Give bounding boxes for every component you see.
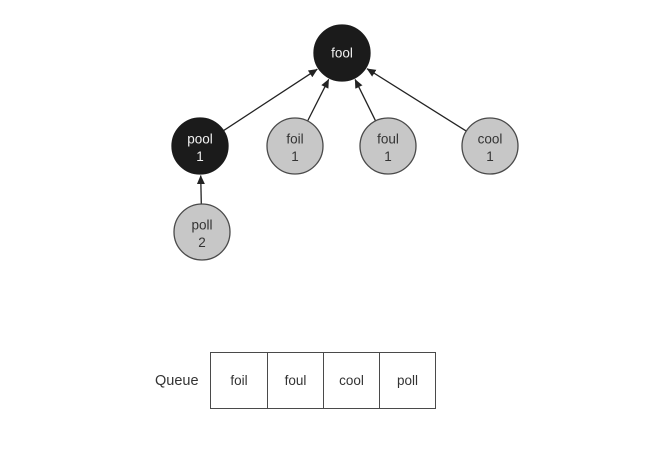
- node-distance-poll: 2: [198, 235, 206, 250]
- graph-node-foil: foil 1: [266, 117, 324, 175]
- graph-node-pool: pool 1: [171, 117, 229, 175]
- queue-cell-foil: foil: [230, 373, 248, 388]
- graph-node-fool: fool: [313, 24, 371, 82]
- node-circle-cool: [461, 117, 519, 175]
- node-word-pool: pool: [187, 132, 213, 147]
- graph-node-poll: poll 2: [173, 203, 231, 261]
- edge-poll-to-pool: [196, 175, 205, 205]
- node-word-poll: poll: [191, 218, 212, 233]
- node-circle-foul: [359, 117, 417, 175]
- node-distance-cool: 1: [486, 149, 494, 164]
- graph-node-cool: cool 1: [461, 117, 519, 175]
- edge-cool-to-fool: [366, 68, 467, 132]
- queue-cell-poll: poll: [379, 353, 435, 408]
- node-distance-pool: 1: [196, 149, 204, 164]
- bfs-tree-graph: fool pool 1 foil 1 foul 1 cool 1 poll 2: [171, 24, 519, 261]
- edge-pool-to-fool: [223, 68, 318, 132]
- node-word-foil: foil: [286, 132, 303, 147]
- node-circle-poll: [173, 203, 231, 261]
- queue-cell-foul: foul: [267, 353, 323, 408]
- graph-node-foul: foul 1: [359, 117, 417, 175]
- node-distance-foul: 1: [384, 149, 392, 164]
- queue-label: Queue: [155, 373, 199, 389]
- node-circle-fool: [313, 24, 371, 82]
- edge-foul-to-fool: [354, 79, 377, 122]
- node-word-cool: cool: [478, 132, 503, 147]
- node-circle-foil: [266, 117, 324, 175]
- node-word-fool: fool: [331, 46, 353, 61]
- queue-cell-cool: cool: [323, 353, 379, 408]
- edge-foil-to-fool: [307, 78, 330, 122]
- edges-layer: [196, 68, 467, 205]
- nodes-layer: fool pool 1 foil 1 foul 1 cool 1 poll 2: [171, 24, 519, 261]
- node-word-foul: foul: [377, 132, 399, 147]
- node-circle-pool: [171, 117, 229, 175]
- node-distance-foil: 1: [291, 149, 299, 164]
